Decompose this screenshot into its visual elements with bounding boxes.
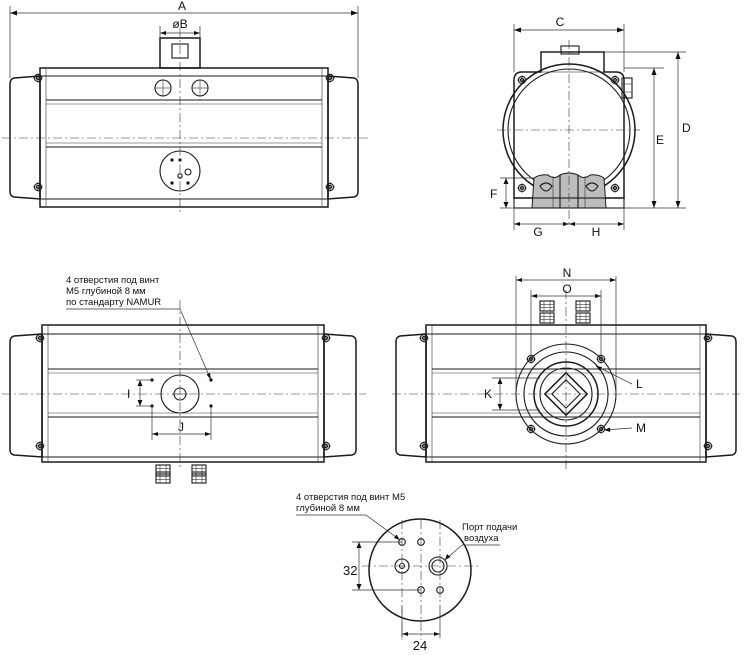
air-note-line1: Порт подачи: [462, 522, 517, 533]
namur-detail: 32 24 4 отверстия под винт M5 глубиной 8…: [296, 492, 517, 653]
dim-c: C: [556, 15, 565, 29]
dim-a: A: [178, 0, 186, 13]
output-view: N O K L M: [392, 266, 740, 470]
dim-j: J: [178, 420, 184, 434]
dim-m: M: [636, 421, 646, 435]
dim-32: 32: [343, 563, 357, 578]
dim-h: H: [592, 225, 601, 239]
side-view: C D E F G H: [490, 15, 691, 239]
detail-note-line2: глубиной 8 мм: [296, 503, 360, 514]
dim-n: N: [563, 266, 572, 280]
dim-f: F: [490, 187, 497, 201]
dim-e: E: [656, 133, 664, 147]
dim-l: L: [636, 377, 643, 391]
dim-o: O: [562, 282, 571, 296]
bottom-view: I J 4 отверстия под винт M5 глубиной 8 м…: [2, 275, 366, 484]
air-note-line2: воздуха: [464, 533, 499, 544]
dim-d: D: [682, 121, 691, 135]
dim-i: I: [127, 387, 130, 401]
namur-note-line3: по стандарту NAMUR: [66, 297, 161, 308]
namur-note-line1: 4 отверстия под винт: [66, 275, 160, 286]
dim-24: 24: [413, 638, 427, 653]
dim-k: K: [484, 387, 492, 401]
dim-g: G: [533, 225, 542, 239]
detail-note-line1: 4 отверстия под винт M5: [296, 492, 405, 503]
namur-note-line2: M5 глубиной 8 мм: [66, 286, 146, 297]
dim-b: øB: [172, 17, 187, 31]
front-view: A øB: [2, 0, 368, 215]
